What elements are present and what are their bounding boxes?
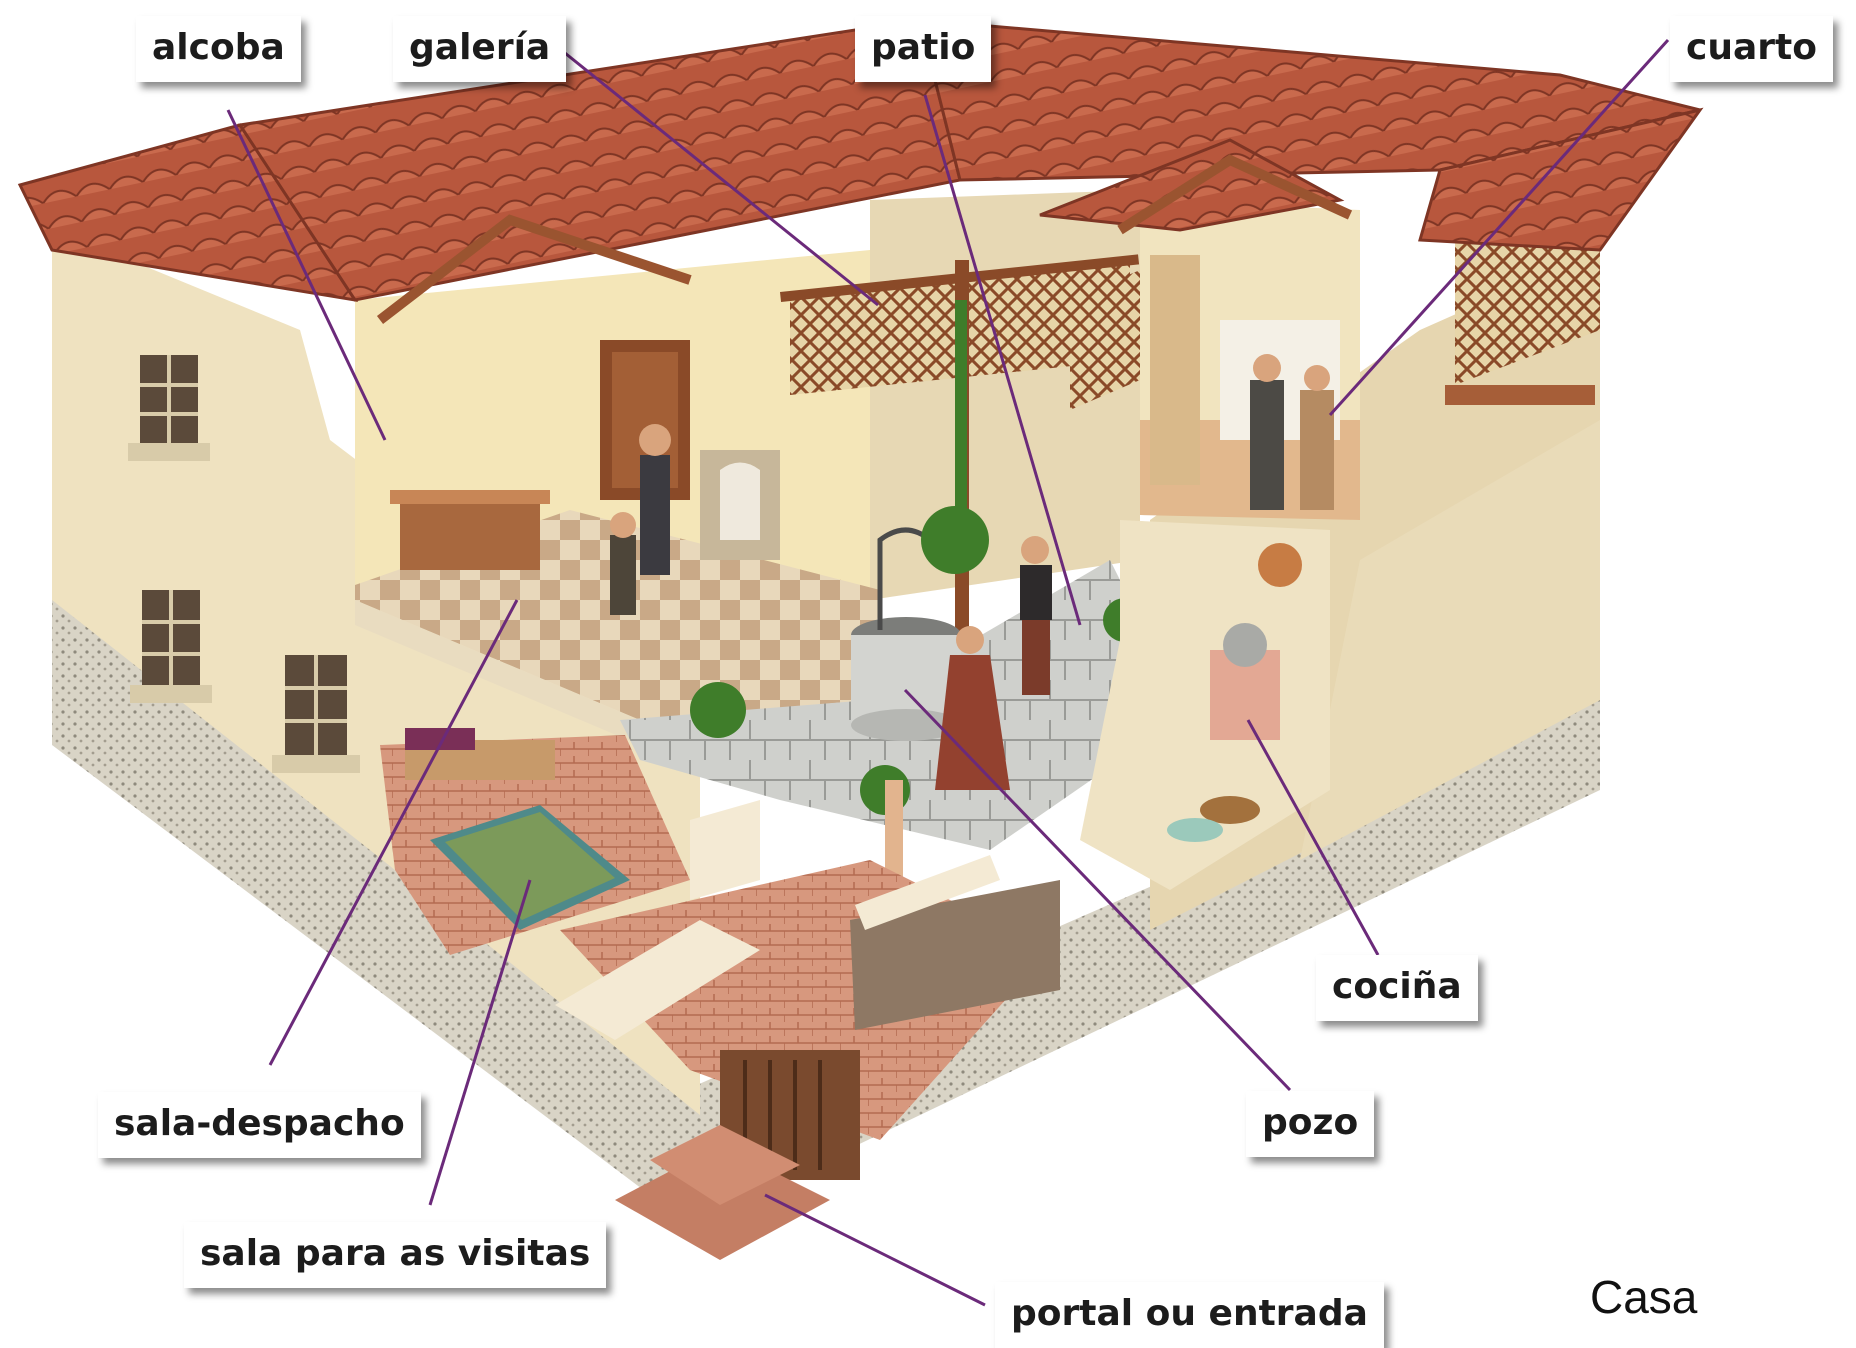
leader-line-patio: [923, 94, 1082, 626]
leader-line-sala-visitas: [428, 879, 532, 1206]
office-furniture: [390, 340, 780, 615]
window-icon: [128, 355, 210, 461]
label-cuarto: cuarto: [1670, 16, 1833, 82]
window-icon: [272, 655, 360, 773]
label-sala-despacho: sala-despacho: [98, 1092, 421, 1158]
patio-figures: [935, 536, 1052, 790]
kitchen: [1080, 520, 1330, 890]
label-sala-visitas: sala para as visitas: [184, 1222, 607, 1288]
inner-walls: [555, 800, 1000, 1040]
visiting-room: [380, 728, 690, 955]
leader-lines: [226, 38, 1670, 1307]
window-icon: [130, 590, 212, 703]
caption-casa: Casa: [1590, 1271, 1698, 1323]
plant-icons: [690, 300, 1147, 890]
leader-line-portal: [764, 1193, 986, 1307]
bedroom: [1140, 255, 1360, 520]
label-pozo: pozo: [1246, 1091, 1375, 1157]
label-portal: portal ou entrada: [995, 1282, 1384, 1348]
leader-line-galeria: [554, 43, 879, 307]
roof: [17, 18, 1704, 324]
leader-line-alcoba: [226, 109, 387, 441]
label-patio: patio: [855, 16, 992, 82]
label-cocina: cociña: [1316, 955, 1478, 1021]
leader-line-cocina: [1246, 719, 1380, 956]
leader-line-sala-despacho: [268, 599, 519, 1066]
label-galeria: galería: [393, 16, 567, 82]
entrance-hall: [560, 860, 1060, 1260]
leader-line-cuarto: [1328, 38, 1670, 417]
label-alcoba: alcoba: [136, 16, 301, 82]
window-icons: [128, 355, 360, 773]
leader-line-pozo: [903, 688, 1292, 1092]
